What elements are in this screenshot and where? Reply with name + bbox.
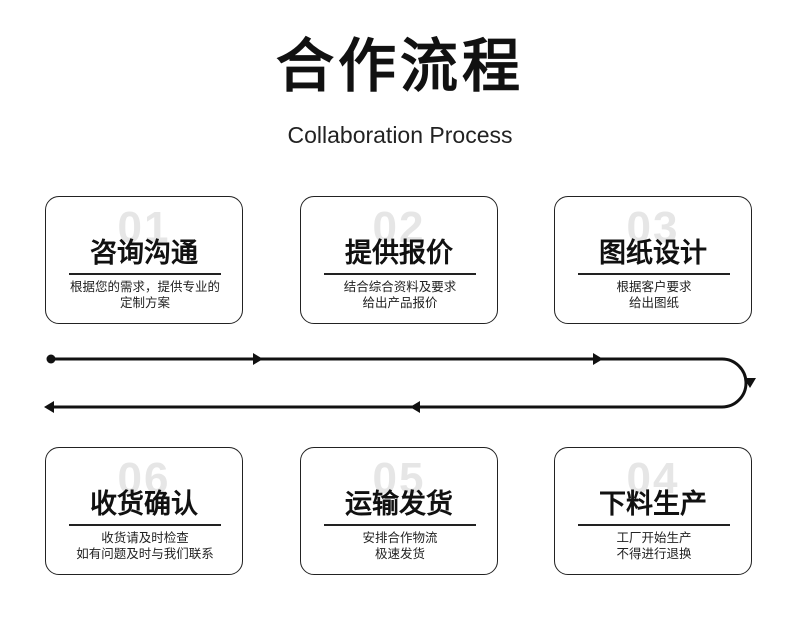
step-description-line: 安排合作物流	[362, 530, 438, 545]
step-divider	[69, 524, 221, 526]
step-description-line: 结合综合资料及要求	[343, 279, 457, 294]
step-card-quotation: 02 提供报价 结合综合资料及要求 给出产品报价	[300, 196, 498, 324]
step-description-line: 给出图纸	[628, 295, 679, 310]
step-number: 05	[372, 454, 426, 503]
step-title: 咨询沟通	[90, 238, 198, 269]
step-description-line: 定制方案	[119, 295, 170, 310]
step-description-line: 如有问题及时与我们联系	[76, 546, 214, 561]
step-description: 根据您的需求，提供专业的 定制方案	[54, 279, 236, 311]
step-divider	[324, 524, 476, 526]
step-number: 04	[626, 454, 680, 503]
step-description: 结合综合资料及要求 给出产品报价	[309, 279, 491, 311]
step-description-line: 工厂开始生产	[616, 530, 692, 545]
step-title: 运输发货	[345, 489, 453, 520]
step-title: 图纸设计	[599, 238, 707, 269]
step-description: 安排合作物流 极速发货	[309, 530, 491, 562]
step-card-consultation: 01 咨询沟通 根据您的需求，提供专业的 定制方案	[45, 196, 243, 324]
flow-arrow-right-icon	[593, 353, 603, 365]
flow-arrow-right-icon	[253, 353, 263, 365]
step-title: 提供报价	[345, 238, 453, 269]
step-description: 根据客户要求 给出图纸	[563, 279, 745, 311]
flow-path	[47, 357, 748, 409]
step-number: 06	[117, 454, 171, 503]
step-description-line: 给出产品报价	[362, 295, 438, 310]
step-card-shipping: 05 运输发货 安排合作物流 极速发货	[300, 447, 498, 575]
step-description-line: 根据客户要求	[616, 279, 692, 294]
step-number: 01	[117, 203, 171, 252]
step-description-line: 收货请及时检查	[101, 530, 189, 545]
step-divider	[324, 273, 476, 275]
step-description-line: 根据您的需求，提供专业的	[69, 279, 220, 294]
step-description: 收货请及时检查 如有问题及时与我们联系	[54, 530, 236, 562]
step-description-line: 极速发货	[374, 546, 425, 561]
step-divider	[578, 524, 730, 526]
step-number: 02	[372, 203, 426, 252]
step-card-receipt-confirmation: 06 收货确认 收货请及时检查 如有问题及时与我们联系	[45, 447, 243, 575]
step-title: 下料生产	[599, 489, 707, 520]
step-title: 收货确认	[90, 489, 198, 520]
step-description: 工厂开始生产 不得进行退换	[563, 530, 745, 562]
step-divider	[69, 273, 221, 275]
flow-arrow-left-icon	[44, 401, 54, 413]
step-divider	[578, 273, 730, 275]
page-subtitle: Collaboration Process	[287, 122, 513, 148]
step-description-line: 不得进行退换	[616, 546, 692, 561]
page-title: 合作流程	[275, 32, 524, 100]
step-card-drawing-design: 03 图纸设计 根据客户要求 给出图纸	[554, 196, 752, 324]
flow-arrow-down-icon	[744, 378, 756, 388]
flow-arrow-left-icon	[410, 401, 420, 413]
step-number: 03	[626, 203, 680, 252]
step-card-production: 04 下料生产 工厂开始生产 不得进行退换	[554, 447, 752, 575]
